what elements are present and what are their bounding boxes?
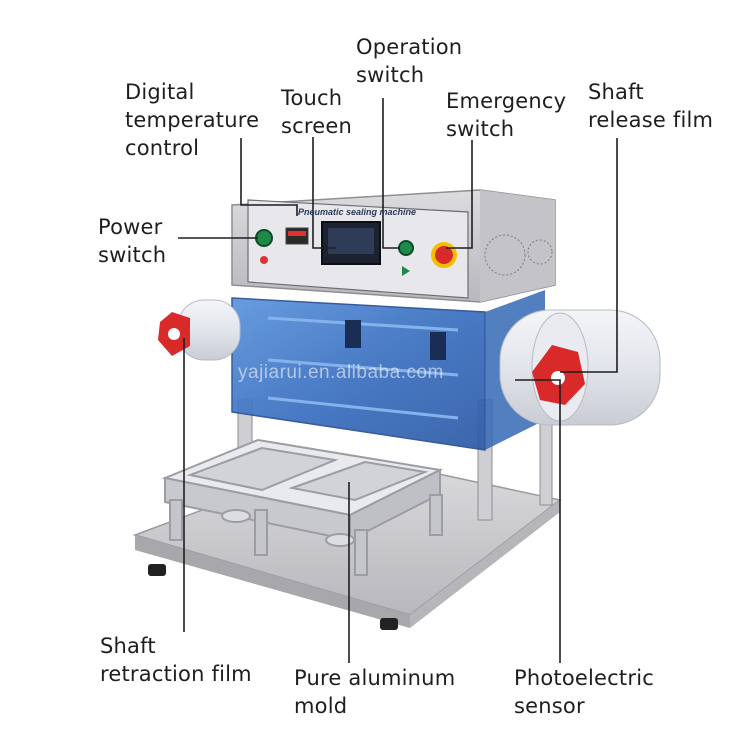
label-pure-aluminum-mold: Pure aluminum mold	[294, 666, 456, 718]
label-digital-temperature-control: Digital temperature control	[125, 80, 260, 160]
shaft-retraction-roll	[158, 299, 241, 361]
leader-lines	[178, 98, 618, 663]
operation-switch[interactable]	[398, 240, 414, 256]
label-power-switch: Power switch	[98, 215, 167, 267]
label-shaft-release-film: Shaft release film	[588, 80, 714, 132]
control-panel	[255, 221, 457, 276]
label-photoelectric-sensor: Photoelectric sensor	[514, 666, 654, 718]
panel-title: Pneumatic sealing machine	[298, 207, 417, 217]
aluminum-mold	[161, 438, 444, 576]
leader-digital-temperature-control	[240, 138, 298, 216]
emergency-switch[interactable]	[431, 242, 457, 268]
leader-shaft-release-film	[560, 138, 618, 373]
leader-touch-screen	[312, 137, 336, 249]
label-emergency-switch: Emergency switch	[446, 89, 567, 141]
leader-operation-switch	[382, 98, 400, 249]
label-touch-screen: Touch screen	[281, 86, 353, 138]
power-switch[interactable]	[255, 229, 273, 247]
leader-photoelectric-sensor	[515, 379, 561, 663]
label-operation-switch: Operation switch	[356, 35, 463, 87]
label-shaft-retraction-film: Shaft retraction film	[100, 634, 252, 686]
shaft-release-roll	[499, 309, 661, 426]
watermark: yajiarui.en.alibaba.com	[238, 362, 444, 383]
leader-emergency-switch	[446, 140, 473, 249]
